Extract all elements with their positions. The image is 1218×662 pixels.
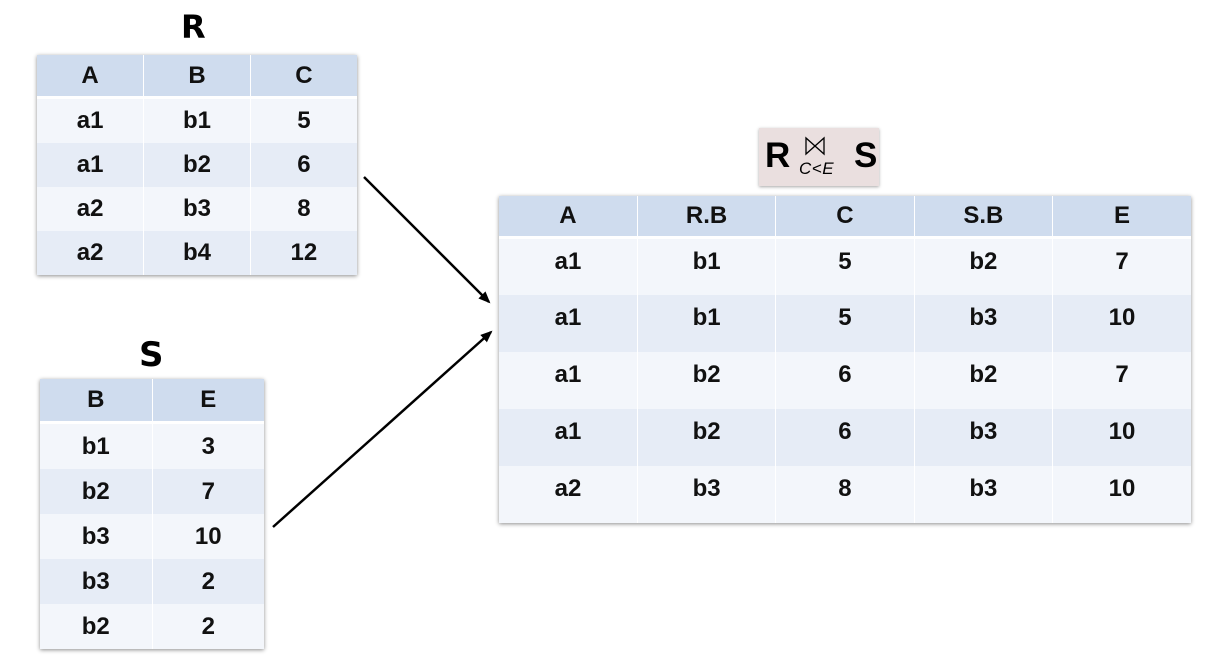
table-cell: 6: [249, 143, 357, 187]
table-cell: a2: [37, 231, 144, 275]
table-cell: a1: [499, 408, 638, 466]
table-cell: 5: [249, 97, 357, 143]
table-cell: b3: [913, 294, 1053, 352]
table-cell: 10: [1052, 294, 1191, 352]
table-cell: 7: [1052, 351, 1191, 409]
table-cell: a1: [37, 97, 144, 143]
column-header: B: [40, 379, 152, 424]
table-cell: 10: [1052, 408, 1191, 466]
column-header: A: [37, 55, 144, 99]
table-cell: b4: [143, 231, 251, 275]
table-cell: 3: [151, 422, 264, 469]
column-header: B: [143, 55, 251, 99]
table-cell: 7: [1052, 237, 1191, 295]
table-cell: 8: [249, 187, 357, 231]
table-cell: b2: [913, 237, 1053, 295]
table-cell: a1: [37, 143, 144, 187]
table-cell: b3: [913, 408, 1053, 466]
table-cell: b3: [40, 559, 152, 604]
table-cell: 6: [775, 351, 915, 409]
join-expression-label: R C<E S: [759, 128, 879, 186]
table-cell: 6: [775, 408, 915, 466]
table-cell: a1: [499, 237, 638, 295]
table-cell: 12: [249, 231, 357, 275]
s-title: S: [139, 335, 164, 375]
column-header: A: [499, 196, 638, 239]
table-cell: b3: [913, 465, 1053, 523]
table-cell: a1: [499, 351, 638, 409]
table-cell: b1: [636, 294, 776, 352]
table-cell: 2: [151, 604, 264, 649]
join-condition: C<E: [799, 159, 835, 178]
table-cell: 5: [775, 294, 915, 352]
table-cell: b2: [636, 408, 776, 466]
table-cell: 5: [775, 237, 915, 295]
table-cell: 7: [151, 469, 264, 514]
column-header: R.B: [636, 196, 776, 239]
table-cell: b1: [143, 97, 251, 143]
arrow-s-to-result: [272, 330, 493, 528]
table-cell: b2: [636, 351, 776, 409]
column-header: E: [151, 379, 264, 424]
column-header: E: [1052, 196, 1191, 239]
table-cell: b3: [40, 514, 152, 559]
table-cell: a2: [37, 187, 144, 231]
table-cell: 10: [1052, 465, 1191, 523]
column-header: C: [775, 196, 915, 239]
table-cell: b3: [636, 465, 776, 523]
arrow-r-to-result: [363, 176, 491, 304]
table-cell: 8: [775, 465, 915, 523]
table-cell: b3: [143, 187, 251, 231]
table-cell: 2: [151, 559, 264, 604]
table-cell: b1: [636, 237, 776, 295]
column-header: S.B: [913, 196, 1053, 239]
column-header: C: [249, 55, 357, 99]
table-cell: b1: [40, 422, 152, 469]
r-title: R: [181, 8, 206, 46]
bowtie-join-icon: [805, 136, 825, 156]
table-cell: b2: [143, 143, 251, 187]
table-cell: b2: [913, 351, 1053, 409]
table-cell: 10: [151, 514, 264, 559]
join-left-operand: R: [765, 136, 791, 175]
table-cell: b2: [40, 604, 152, 649]
table-cell: b2: [40, 469, 152, 514]
join-right-operand: S: [854, 136, 878, 175]
table-cell: a2: [499, 465, 638, 523]
table-cell: a1: [499, 294, 638, 352]
